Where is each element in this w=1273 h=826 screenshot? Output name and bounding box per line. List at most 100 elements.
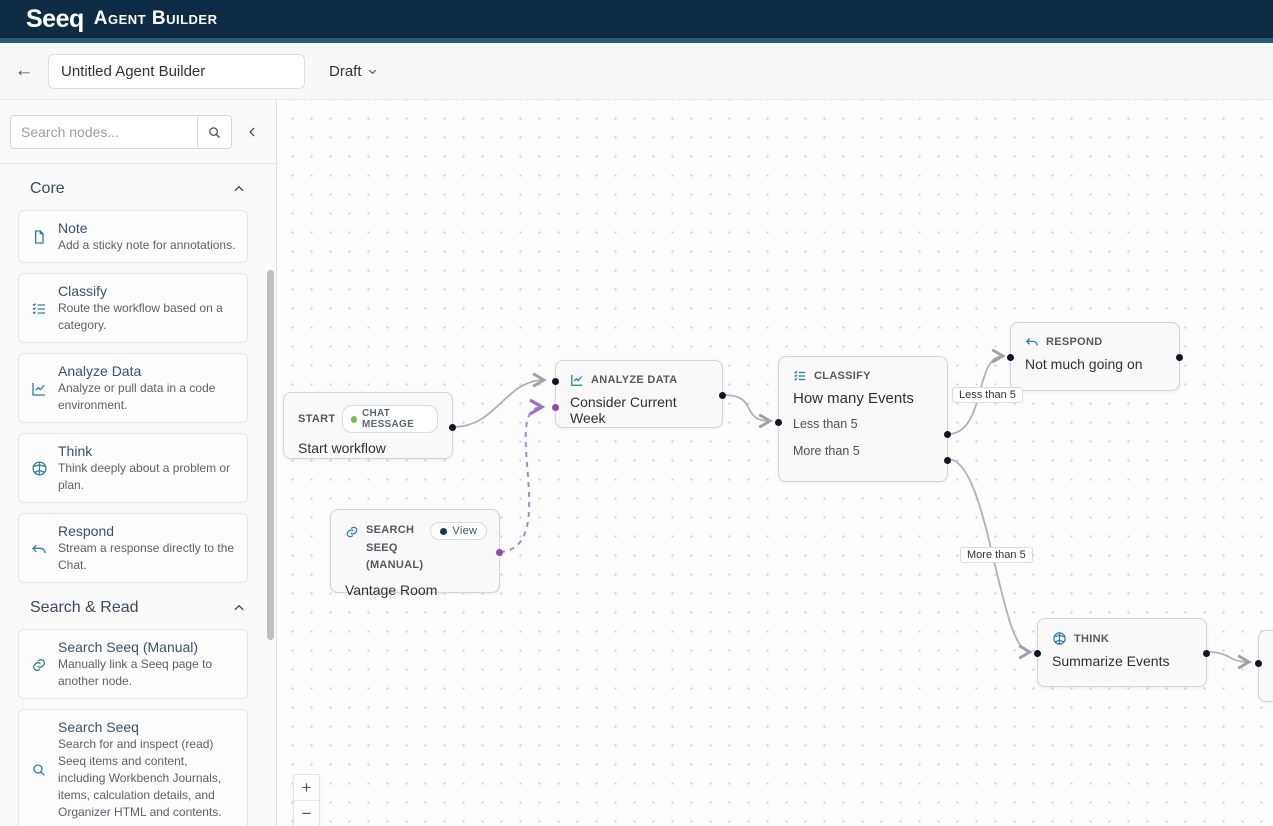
zoom-in-button[interactable]: + xyxy=(294,775,319,801)
analyze-data-icon xyxy=(570,373,584,387)
node-classify[interactable]: CLASSIFY How many Events Less than 5 Mor… xyxy=(775,356,951,482)
node-body-text: Summarize Events xyxy=(1052,653,1170,669)
item-name: Respond xyxy=(58,523,115,540)
node-palette-sidebar: Core Note Add a sticky note for annotati… xyxy=(0,100,277,826)
search-row xyxy=(10,115,266,149)
item-name: Think xyxy=(58,443,93,460)
toolbar: ← Draft xyxy=(0,43,1273,100)
chevron-up-icon xyxy=(232,182,246,196)
status-dropdown[interactable]: Draft xyxy=(329,63,378,80)
output-handle[interactable] xyxy=(1203,650,1210,657)
node-type-label: ANALYZE DATA xyxy=(591,374,678,386)
node-body-text: Vantage Room xyxy=(345,581,438,598)
input-handle-purple[interactable] xyxy=(552,404,559,411)
node-partial-right[interactable] xyxy=(1255,630,1273,702)
node-type-label: THINK xyxy=(1074,632,1110,645)
canvas-zoom-controls: + − xyxy=(293,774,320,826)
item-name: Search Seeq xyxy=(58,719,139,736)
node-body-text: How many Events xyxy=(793,390,914,407)
edge-think-next xyxy=(1206,651,1252,670)
green-dot-icon xyxy=(351,415,357,423)
palette-item-analyze-data[interactable]: Analyze Data Analyze or pull data in a c… xyxy=(18,353,248,424)
classify-option: More than 5 xyxy=(793,444,860,458)
sidebar-scrollbar[interactable] xyxy=(267,270,274,640)
item-name: Analyze Data xyxy=(58,363,142,380)
agent-name-input[interactable] xyxy=(48,53,305,89)
section-header-core[interactable]: Core xyxy=(30,180,246,198)
sidebar-divider xyxy=(0,163,276,164)
item-name: Note xyxy=(58,220,88,236)
edge-layer xyxy=(452,348,1252,670)
item-desc: Search for and inspect (read) Seeq items… xyxy=(58,737,222,820)
input-handle[interactable] xyxy=(1034,650,1041,657)
view-badge[interactable]: View xyxy=(430,522,488,540)
node-body-text: Consider Current Week xyxy=(570,394,677,426)
node-type-label: CLASSIFY xyxy=(814,370,871,382)
edge-search-analyze xyxy=(499,398,546,553)
chat-message-badge: CHAT MESSAGE xyxy=(342,405,438,433)
output-handle-purple[interactable] xyxy=(496,549,503,556)
edge-start-analyze xyxy=(452,372,547,428)
palette-item-note[interactable]: Note Add a sticky note for annotations. xyxy=(18,210,248,264)
palette-item-search-seeq[interactable]: Search Seeq Search for and inspect (read… xyxy=(18,709,248,826)
item-desc: Stream a response directly to the Chat. xyxy=(58,541,235,573)
classify-icon xyxy=(793,369,807,383)
respond-icon xyxy=(1025,335,1039,349)
node-body-text: Start workflow xyxy=(298,440,386,456)
node-type-label: RESPOND xyxy=(1046,336,1103,348)
item-desc: Analyze or pull data in a code environme… xyxy=(58,381,216,413)
chevron-down-icon xyxy=(367,66,378,77)
output-handle[interactable] xyxy=(449,424,456,431)
seeq-logo: Seeq xyxy=(26,4,84,33)
section-title: Core xyxy=(30,180,65,197)
node-body-text: Not much going on xyxy=(1025,356,1143,372)
edge-label-more-than-5[interactable]: More than 5 xyxy=(960,547,1033,563)
section-header-search-read[interactable]: Search & Read xyxy=(30,599,246,617)
item-name: Classify xyxy=(58,283,108,300)
link-icon xyxy=(29,639,49,690)
output-handle-less-than-5[interactable] xyxy=(944,431,951,438)
zoom-out-button[interactable]: − xyxy=(294,801,319,826)
output-handle[interactable] xyxy=(719,392,726,399)
chevron-left-icon xyxy=(246,125,260,139)
edge-analyze-classify xyxy=(722,394,773,429)
app-title: Agent Builder xyxy=(93,8,218,29)
item-desc: Manually link a Seeq page to another nod… xyxy=(58,657,213,689)
search-icon xyxy=(207,125,222,140)
node-search-seeq-manual[interactable]: SEARCH SEEQ (MANUAL) View Vantage Room xyxy=(330,509,503,598)
node-respond[interactable]: RESPOND Not much going on xyxy=(1007,322,1183,391)
think-icon xyxy=(29,443,49,494)
input-handle[interactable] xyxy=(1255,660,1262,667)
search-button[interactable] xyxy=(198,115,232,149)
palette-item-respond[interactable]: Respond Stream a response directly to th… xyxy=(18,513,248,584)
status-label: Draft xyxy=(329,62,362,80)
note-icon xyxy=(29,220,49,254)
classify-option: Less than 5 xyxy=(793,417,858,431)
palette-item-search-seeq-manual[interactable]: Search Seeq (Manual) Manually link a See… xyxy=(18,629,248,700)
classify-icon xyxy=(29,283,49,334)
edge-label-less-than-5[interactable]: Less than 5 xyxy=(952,387,1023,403)
node-type-label: START xyxy=(298,413,336,425)
input-handle[interactable] xyxy=(552,378,559,385)
analyze-data-icon xyxy=(29,363,49,414)
search-icon xyxy=(29,719,49,821)
palette-item-classify[interactable]: Classify Route the workflow based on a c… xyxy=(18,273,248,344)
chevron-up-icon xyxy=(232,601,246,615)
output-handle[interactable] xyxy=(1176,354,1183,361)
node-analyze-data[interactable]: ANALYZE DATA Consider Current Week xyxy=(552,360,726,428)
item-desc: Think deeply about a problem or plan. xyxy=(58,461,231,493)
node-think[interactable]: THINK Summarize Events xyxy=(1034,618,1210,687)
input-handle[interactable] xyxy=(1007,354,1014,361)
node-start[interactable]: START CHAT MESSAGE Start workflow xyxy=(283,392,456,459)
sidebar-collapse-button[interactable] xyxy=(246,125,260,139)
item-desc: Route the workflow based on a category. xyxy=(58,301,223,333)
input-handle[interactable] xyxy=(775,419,782,426)
workflow-canvas[interactable]: START CHAT MESSAGE Start workflow SEARCH… xyxy=(277,100,1273,826)
top-navbar: Seeq Agent Builder xyxy=(0,0,1273,38)
search-input[interactable] xyxy=(10,115,198,149)
palette-item-think[interactable]: Think Think deeply about a problem or pl… xyxy=(18,433,248,504)
node-type-label: SEARCH SEEQ (MANUAL) xyxy=(366,524,424,572)
think-icon xyxy=(1052,631,1067,646)
output-handle-more-than-5[interactable] xyxy=(944,457,951,464)
back-button[interactable]: ← xyxy=(0,60,48,82)
